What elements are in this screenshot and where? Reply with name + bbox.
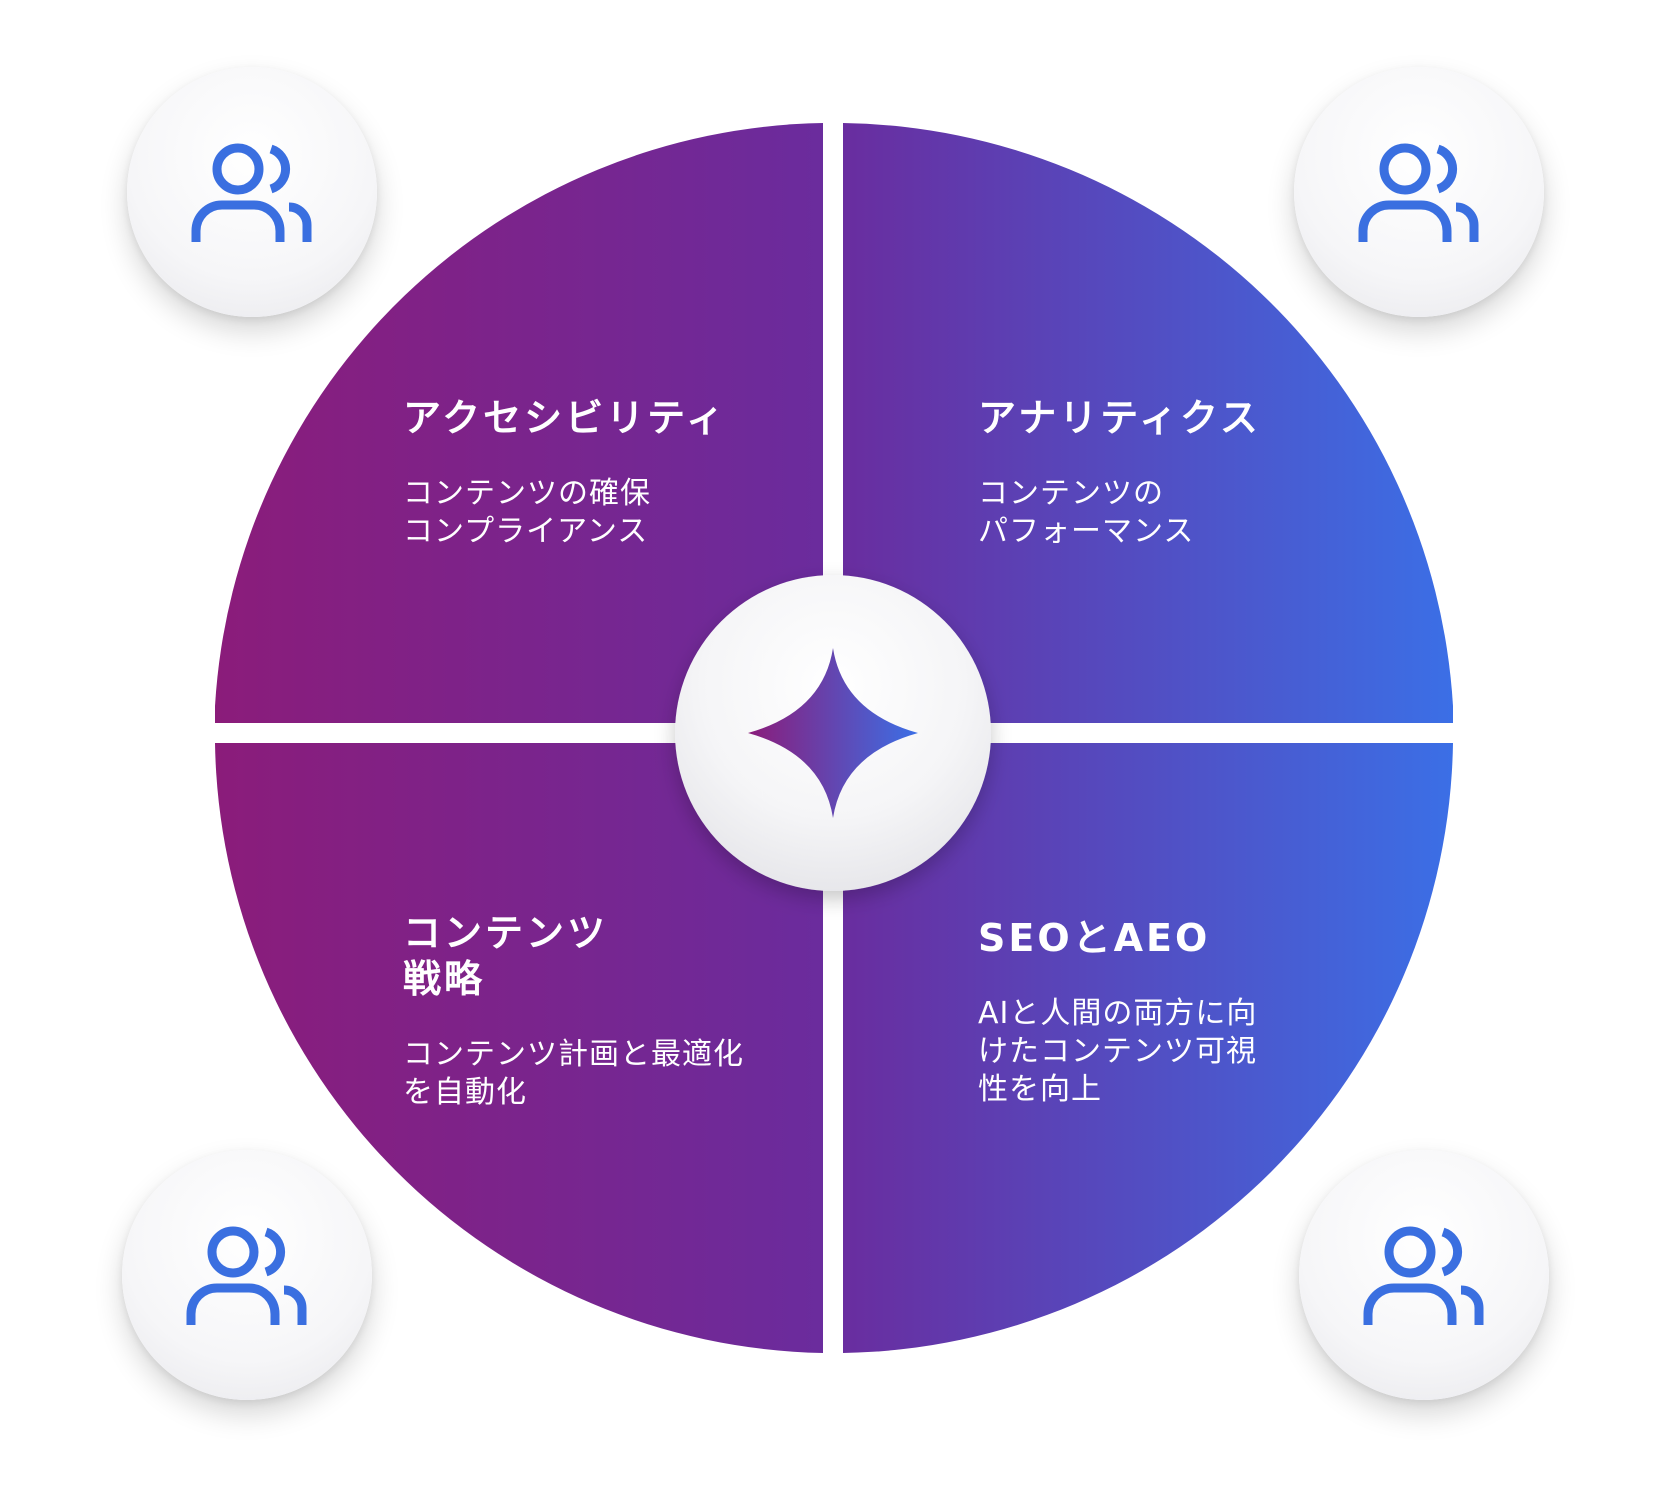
- quadrant-top-right: [843, 123, 1453, 723]
- quadrant-top-left: [215, 123, 823, 723]
- user-badge-top-right: [1294, 67, 1544, 317]
- users-icon: [1358, 143, 1479, 242]
- users-icon: [186, 1226, 307, 1325]
- quadrant-description: AIと人間の両方に向 けたコンテンツ可視 性を向上: [978, 996, 1258, 1107]
- users-icon: [1363, 1226, 1484, 1325]
- users-icon: [191, 143, 312, 242]
- quadrant-title: コンテンツ 戦略: [403, 911, 609, 1001]
- quadrant-top-right-text: アナリティクス コンテンツの パフォーマンス: [978, 395, 1261, 551]
- quadrant-title: アナリティクス: [978, 396, 1261, 440]
- quadrant-description: コンテンツの確保 コンプライアンス: [403, 476, 651, 549]
- quadrant-title: アクセシビリティ: [403, 396, 727, 440]
- quadrant-description: コンテンツ計画と最適化 を自動化: [403, 1037, 744, 1110]
- user-badge-bottom-left: [122, 1150, 372, 1400]
- quadrant-bottom-left-text: コンテンツ 戦略 コンテンツ計画と最適化 を自動化: [403, 910, 744, 1112]
- quadrant-description: コンテンツの パフォーマンス: [978, 476, 1195, 549]
- quadrant-top-left-text: アクセシビリティ コンテンツの確保 コンプライアンス: [403, 395, 727, 551]
- quadrant-title: SEOとAEO: [978, 916, 1211, 960]
- quadrant-bottom-left: [215, 743, 823, 1353]
- quadrant-bottom-right-text: SEOとAEO AIと人間の両方に向 けたコンテンツ可視 性を向上: [978, 915, 1257, 1109]
- user-badge-top-left: [127, 67, 377, 317]
- user-badge-bottom-right: [1299, 1150, 1549, 1400]
- quadrant-bottom-right: [843, 743, 1453, 1353]
- sparkle-star-icon: [748, 648, 918, 818]
